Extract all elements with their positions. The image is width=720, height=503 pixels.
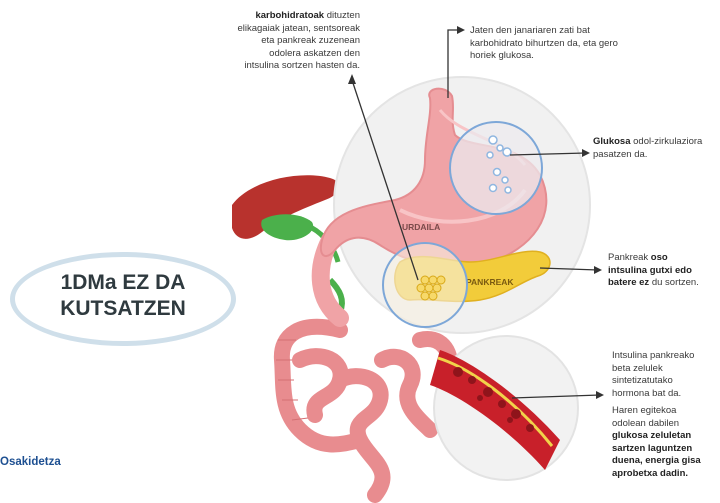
carbs-line-5: intsulina sortzen hasten da. xyxy=(200,60,360,73)
glucose-bold: Glukosa xyxy=(593,136,631,147)
digest-line-1: Jaten den janariaren zati bat xyxy=(470,25,670,38)
insulin-line-1: Intsulina pankreako xyxy=(612,350,718,363)
callout-pancreas: Pankreak oso intsulina gutxi edo batere … xyxy=(608,252,718,290)
insulin-bold-3: duena, energia gisa xyxy=(612,455,701,466)
title-line-1: 1DMa EZ DA xyxy=(10,270,236,296)
callout-insulin: Intsulina pankreako beta zelulek sinteti… xyxy=(612,350,718,480)
insulin-bold-2: sartzen laguntzen xyxy=(612,443,692,454)
insulin-line-6: odolean dabilen xyxy=(612,418,718,431)
pancreas-line-1b: oso xyxy=(651,252,668,263)
glucose-line-1: odol-zirkulaziora xyxy=(631,136,703,147)
pancreas-line-1a: Pankreak xyxy=(608,252,651,263)
carbs-line-2: elikagaiak jatean, sentsoreak xyxy=(200,23,360,36)
pancreas-line-3a: batere ez xyxy=(608,277,649,288)
insulin-line-2: beta zelulek xyxy=(612,363,718,376)
callout-digest: Jaten den janariaren zati bat karbohidra… xyxy=(470,25,670,63)
stomach-label: URDAILA xyxy=(402,222,440,232)
gallbladder xyxy=(261,214,313,240)
callout-carbs: karbohidratoak dituzten elikagaiak jatea… xyxy=(200,10,360,73)
insulin-line-4: hormona bat da. xyxy=(612,388,718,401)
title-line-2: KUTSATZEN xyxy=(10,296,236,322)
glucose-line-2: pasatzen da. xyxy=(593,149,718,162)
pancreas-line-2: intsulina gutxi edo xyxy=(608,265,692,276)
carbs-line-4: odolera askatzen den xyxy=(200,48,360,61)
insulin-bold-1: glukosa zeluletan xyxy=(612,430,691,441)
brand-logo: Osakidetza xyxy=(0,456,61,468)
carbs-bold: karbohidratoak xyxy=(255,10,324,21)
insulin-line-3: sintetizatutako xyxy=(612,375,718,388)
insulin-bold-4: aprobetxa dadin. xyxy=(612,468,688,479)
title-text: 1DMa EZ DA KUTSATZEN xyxy=(10,270,236,322)
digest-line-2: karbohidrato bihurtzen da, eta gero xyxy=(470,38,670,51)
carbs-line-3: eta pankreak zuzenean xyxy=(200,35,360,48)
pancreas-label: PANKREAK xyxy=(466,277,514,287)
intestines xyxy=(282,327,450,495)
digest-line-3: horiek glukosa. xyxy=(470,50,670,63)
callout-glucose: Glukosa odol-zirkulaziora pasatzen da. xyxy=(593,136,718,161)
pancreas-line-3b: du sortzen. xyxy=(649,277,699,288)
pancreas-zoom-circle xyxy=(383,243,467,327)
carbs-line-1: dituzten xyxy=(324,10,360,21)
insulin-line-5: Haren egitekoa xyxy=(612,405,718,418)
